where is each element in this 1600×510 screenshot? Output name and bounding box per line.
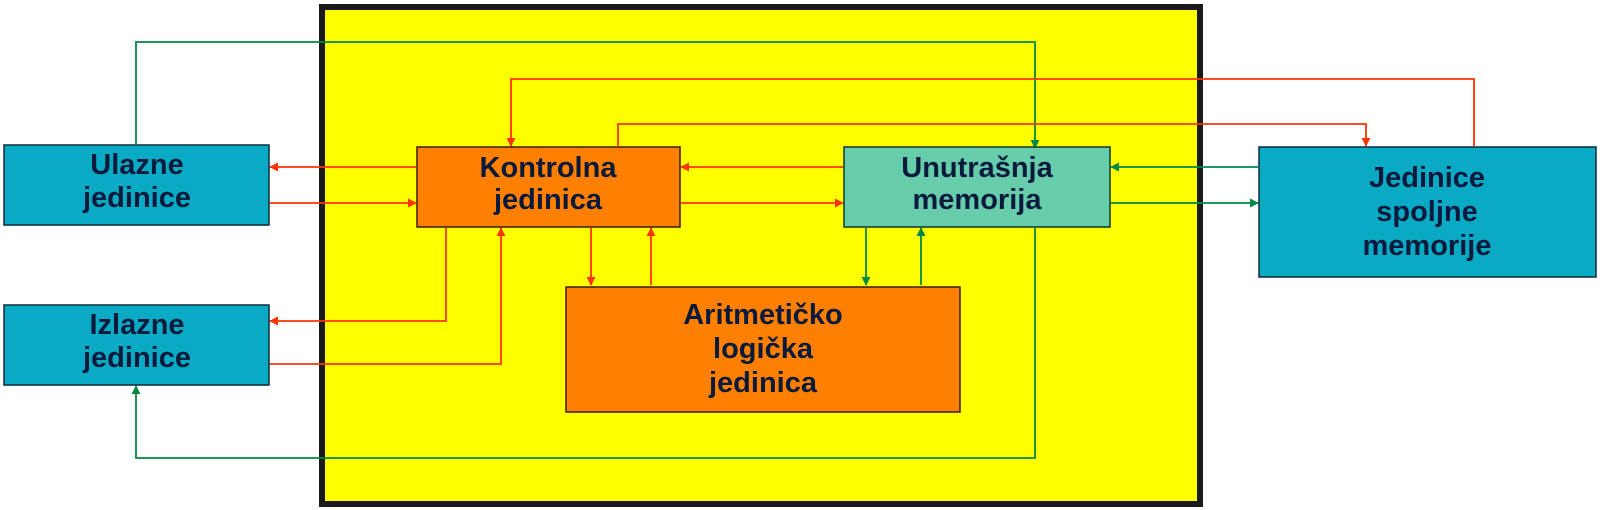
ulazne-label-line2: jedinice: [82, 182, 191, 214]
memorija-label-line2: memorija: [913, 184, 1043, 216]
kontrolna-label-line2: jedinica: [493, 184, 603, 216]
cpu-frame: [319, 4, 1203, 507]
line-spoljne-to-kontrolna: [506, 78, 1475, 147]
line-memorija-to-izlazne: [131, 228, 1036, 459]
spoljne-label-line2: spoljne: [1376, 196, 1478, 228]
memorija-label-line1: Unutrašnja: [901, 152, 1053, 184]
block-kontrolna-jedinica: Kontrolna jedinica: [416, 146, 681, 228]
spoljne-label-line1: Jedinice: [1369, 162, 1485, 194]
block-ulazne-jedinice: Ulazne jedinice: [3, 144, 270, 226]
block-izlazne-jedinice: Izlazne jedinice: [3, 304, 270, 386]
line-kontrolna-to-izlazne: [269, 228, 447, 326]
alu-label-line1: Aritmetičko: [683, 299, 843, 331]
kontrolna-label-line1: Kontrolna: [480, 152, 618, 184]
line-izlazne-to-kontrolna: [270, 227, 506, 365]
connections: [131, 41, 1475, 459]
alu-label-line2: logička: [713, 333, 814, 365]
line-ulazne-to-memorija: [135, 41, 1040, 149]
block-jedinice-spoljne-memorije: Jedinice spoljne memorije: [1258, 146, 1597, 278]
line-kontrolna-to-spoljne: [617, 123, 1371, 147]
alu-label-line3: jedinica: [708, 367, 818, 399]
block-alu: Aritmetičko logička jedinica: [565, 286, 961, 413]
spoljne-label-line3: memorije: [1363, 230, 1492, 262]
ulazne-label-line1: Ulazne: [90, 149, 183, 181]
izlazne-label-line2: jedinice: [82, 342, 191, 374]
izlazne-label-line1: Izlazne: [89, 309, 184, 341]
block-unutrasnja-memorija: Unutrašnja memorija: [843, 146, 1111, 228]
